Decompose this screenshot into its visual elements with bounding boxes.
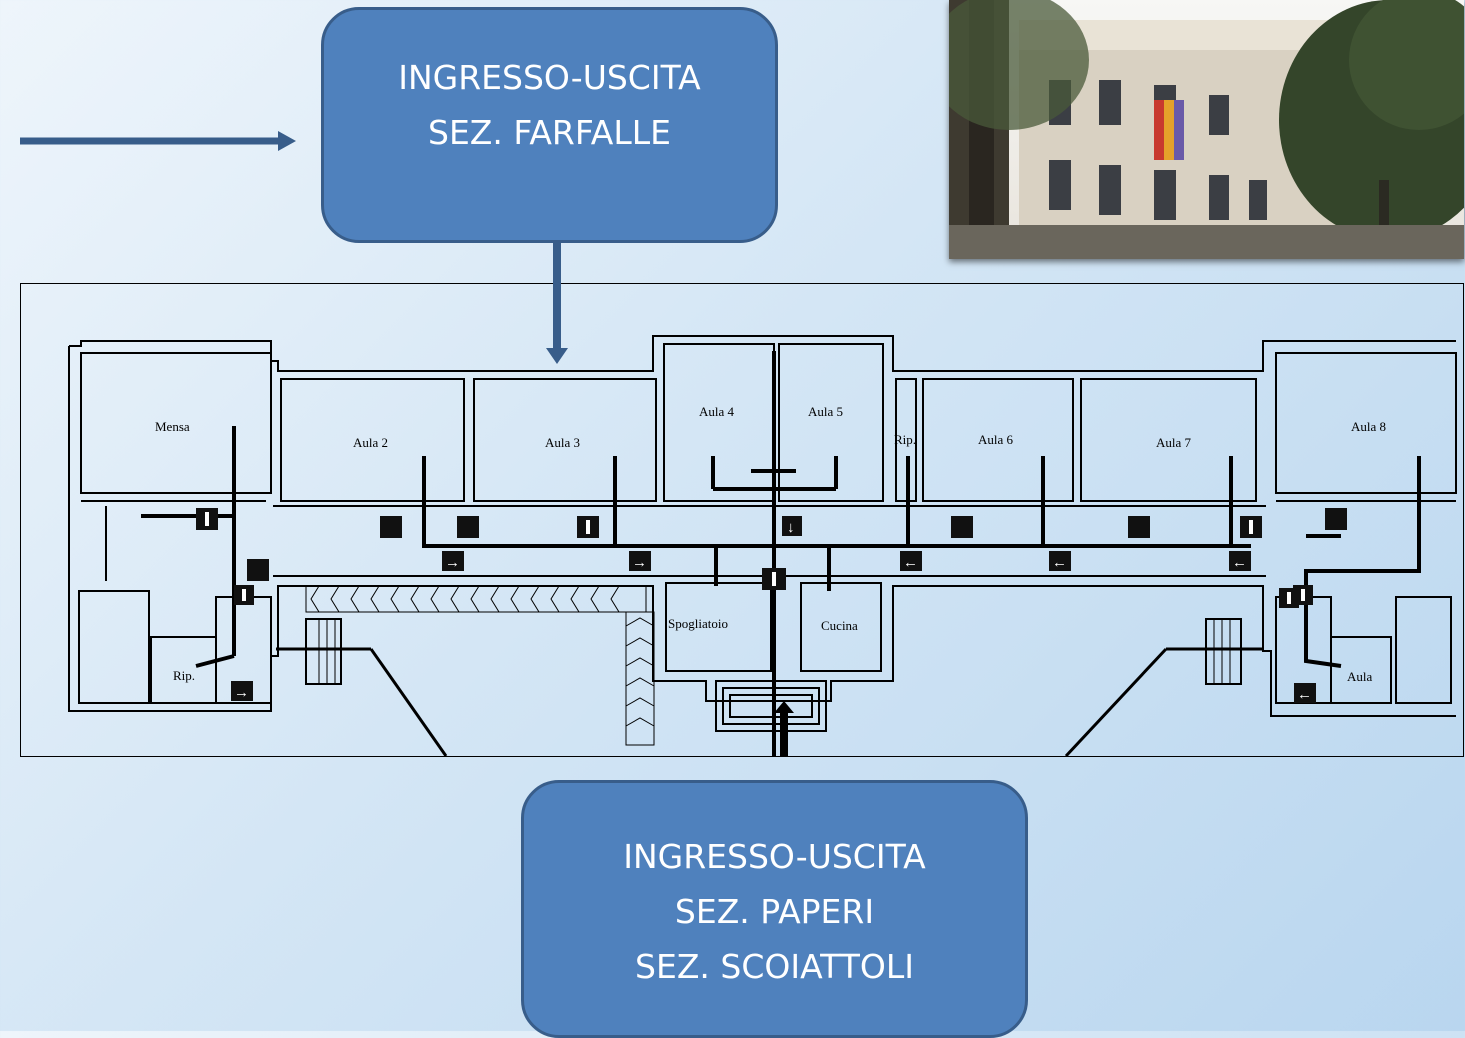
room-label-cucina: Cucina bbox=[821, 618, 858, 633]
fire-extinguisher-icon bbox=[234, 585, 254, 605]
left-pointer-arrow bbox=[20, 131, 296, 151]
room-label-rip-upper: Rip. bbox=[894, 432, 916, 447]
safety-symbols: ↓ → → ← ← ← → ← bbox=[196, 508, 1347, 703]
fire-extinguisher-icon bbox=[1293, 585, 1313, 605]
hydrant-icon bbox=[1325, 508, 1347, 530]
svg-text:→: → bbox=[445, 555, 460, 571]
building-photo bbox=[949, 0, 1464, 259]
fire-extinguisher-icon bbox=[577, 516, 599, 538]
svg-text:←: ← bbox=[1297, 687, 1312, 703]
svg-text:→: → bbox=[632, 555, 647, 571]
hydrant-icon bbox=[951, 516, 973, 538]
hydrant-icon bbox=[247, 559, 269, 581]
room-label-aula-6: Aula 6 bbox=[978, 432, 1014, 447]
room-label-rip-lower: Rip. bbox=[173, 668, 195, 683]
farfalle-pointer-arrow bbox=[546, 240, 568, 364]
svg-text:←: ← bbox=[1052, 555, 1067, 571]
exit-arrow-icon: → bbox=[442, 551, 464, 571]
hydrant-icon bbox=[457, 516, 479, 538]
fire-extinguisher-icon bbox=[196, 508, 218, 530]
entrance-exit-farfalle-callout: INGRESSO-USCITA SEZ. FARFALLE bbox=[321, 7, 778, 243]
callout-top-line-2: SEZ. FARFALLE bbox=[428, 113, 671, 152]
exit-arrow-icon: → bbox=[629, 551, 651, 571]
room-label-aula-8: Aula 8 bbox=[1351, 419, 1386, 434]
entrance-arrow bbox=[774, 701, 794, 756]
hydrant-icon bbox=[1128, 516, 1150, 538]
fire-extinguisher-icon bbox=[1240, 516, 1262, 538]
svg-text:↓: ↓ bbox=[787, 520, 795, 536]
exit-arrow-icon: ← bbox=[1049, 551, 1071, 571]
room-label-mensa: Mensa bbox=[155, 419, 190, 434]
exit-arrow-icon: ↓ bbox=[782, 516, 802, 536]
room-label-aula-4: Aula 4 bbox=[699, 404, 735, 419]
site-boundary bbox=[276, 647, 1263, 756]
exit-arrow-icon: ← bbox=[1294, 683, 1316, 703]
callout-top-line-1: INGRESSO-USCITA bbox=[398, 58, 701, 97]
hydrant-icon bbox=[380, 516, 402, 538]
walkway-hatch bbox=[305, 585, 1231, 746]
callout-bottom-line-1: INGRESSO-USCITA bbox=[623, 837, 926, 876]
floor-plan: ↓ → → ← ← ← → ← Mensa Aula 2 Aula 3 Aula… bbox=[20, 283, 1464, 757]
fire-extinguisher-icon bbox=[762, 568, 786, 590]
callout-bottom-line-3: SEZ. SCOIATTOLI bbox=[635, 947, 914, 986]
room-label-aula-7: Aula 7 bbox=[1156, 435, 1192, 450]
entrance-exit-paperi-scoiattoli-callout: INGRESSO-USCITA SEZ. PAPERI SEZ. SCOIATT… bbox=[521, 780, 1028, 1038]
svg-text:←: ← bbox=[903, 555, 918, 571]
exit-arrow-icon: ← bbox=[900, 551, 922, 571]
room-label-aula-5: Aula 5 bbox=[808, 404, 843, 419]
exit-arrow-icon: → bbox=[231, 681, 253, 701]
room-label-aula-3: Aula 3 bbox=[545, 435, 580, 450]
room-label-spogliatoio: Spogliatoio bbox=[668, 616, 728, 631]
room-label-aula-2: Aula 2 bbox=[353, 435, 388, 450]
room-label-aula: Aula bbox=[1347, 669, 1373, 684]
escape-routes bbox=[141, 351, 1421, 756]
svg-text:←: ← bbox=[1232, 555, 1247, 571]
plan-walls bbox=[68, 335, 1457, 732]
exit-arrow-icon: ← bbox=[1229, 551, 1251, 571]
callout-bottom-line-2: SEZ. PAPERI bbox=[674, 892, 875, 931]
svg-text:→: → bbox=[234, 685, 249, 701]
